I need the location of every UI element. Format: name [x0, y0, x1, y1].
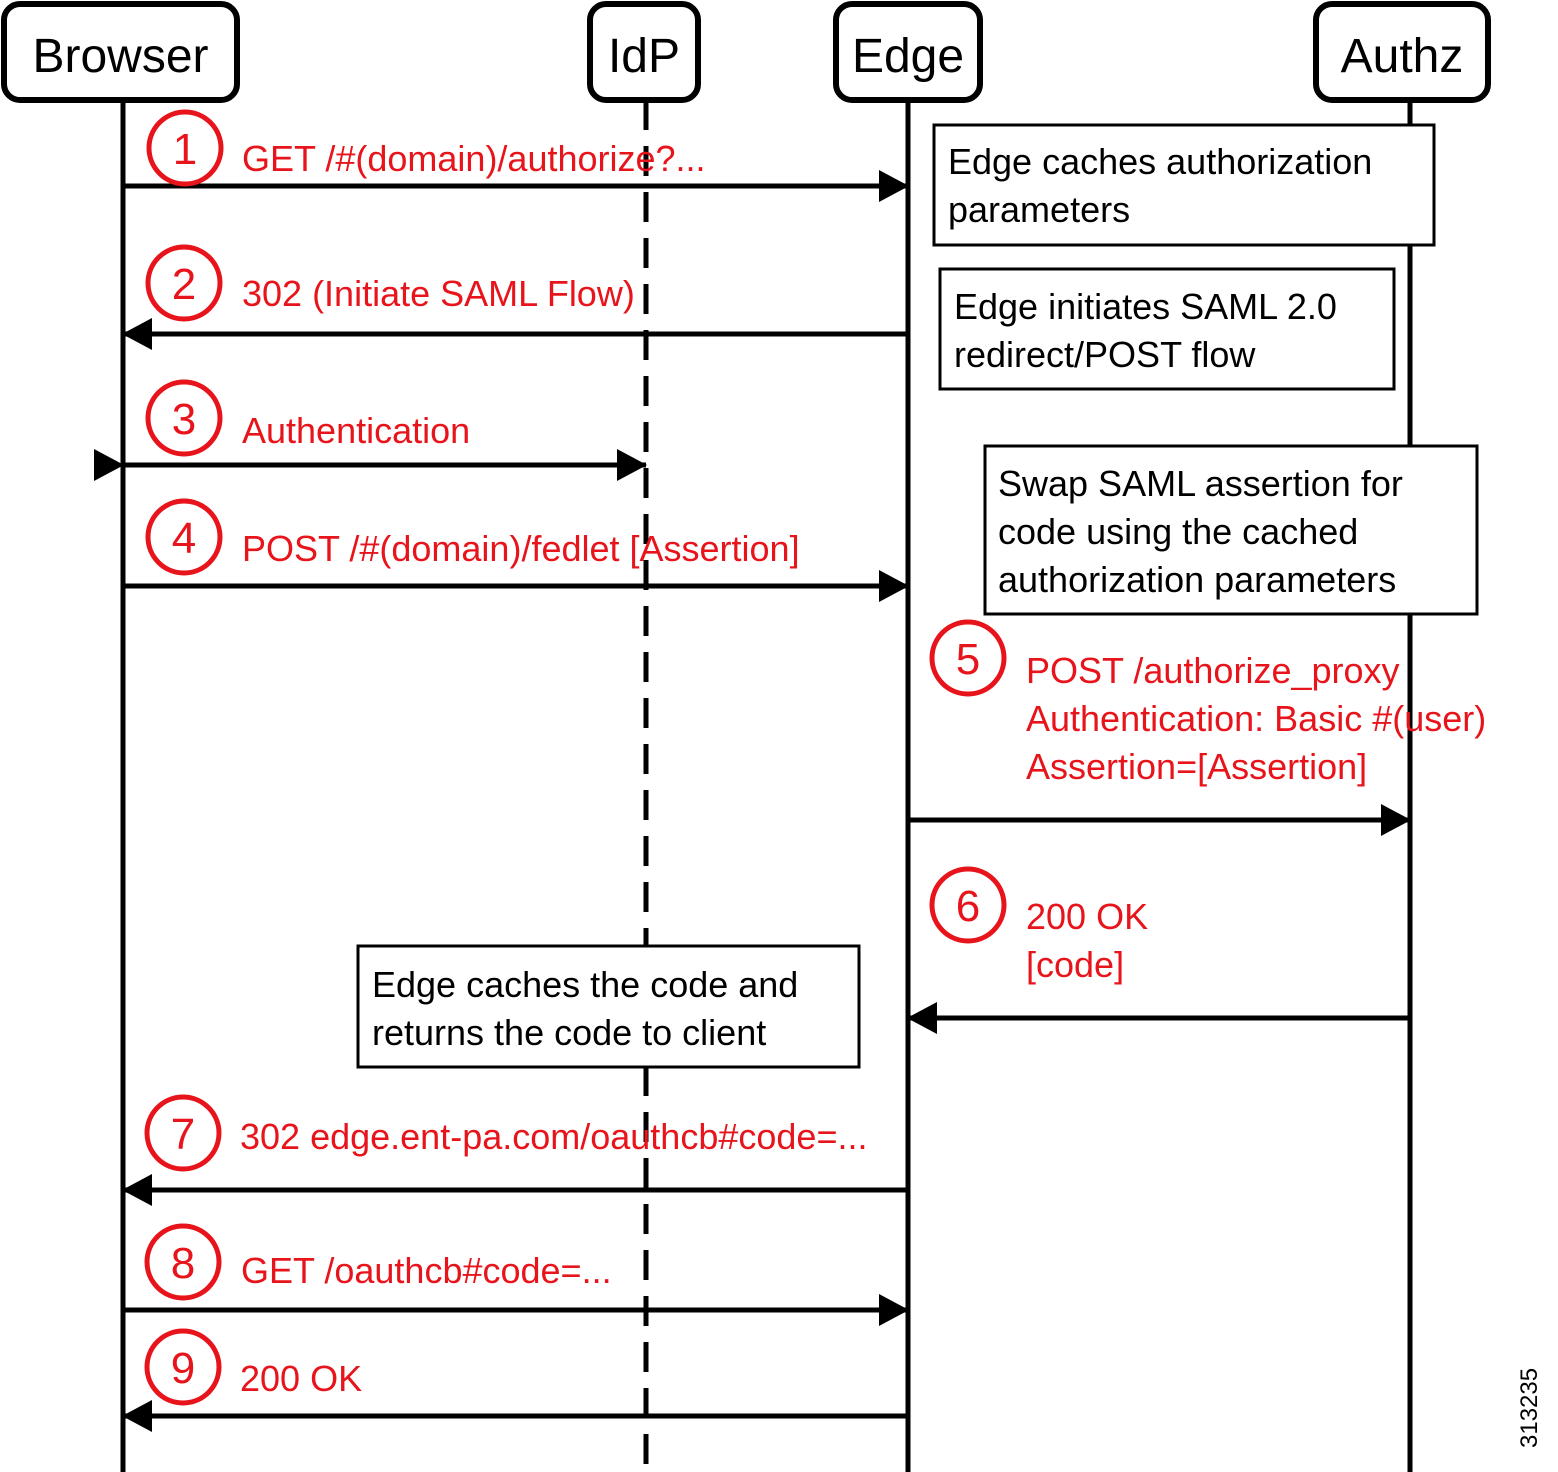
note-text: Edge caches the code and	[372, 964, 798, 1005]
message-8: 8 GET /oauthcb#code=...	[123, 1223, 909, 1326]
note-frame	[932, 123, 1436, 247]
step-number-badge	[929, 619, 1007, 697]
message-label: 302 edge.ent-pa.com/oauthcb#code=...	[240, 1116, 867, 1157]
note-text: Swap SAML assertion for	[998, 463, 1403, 504]
message-label: POST /#(domain)/fedlet [Assertion]	[242, 528, 800, 569]
step-number: 1	[173, 125, 197, 174]
step-number: 2	[172, 260, 196, 309]
note-box: Edge caches authorization parameters	[932, 123, 1436, 247]
step-number-badge	[144, 1223, 222, 1301]
note-box: Edge caches the code and returns the code…	[356, 944, 861, 1069]
step-number-badge	[929, 866, 1007, 944]
actor-label-authz: Authz	[1341, 30, 1464, 83]
message-label: 200 OK	[240, 1358, 362, 1399]
step-number-badge	[146, 109, 224, 187]
message-label: Authentication	[242, 410, 470, 451]
message-2: 2 302 (Initiate SAML Flow)	[122, 244, 908, 350]
step-number-badge	[144, 1328, 222, 1406]
actor-label-browser: Browser	[32, 30, 208, 83]
actor-label-edge: Edge	[852, 30, 964, 83]
message-4: 4 POST /#(domain)/fedlet [Assertion]	[123, 498, 909, 602]
note-text: returns the code to client	[372, 1012, 766, 1053]
note-text: code using the cached	[998, 511, 1358, 552]
step-number: 4	[172, 514, 196, 563]
actor-box-edge	[833, 1, 983, 103]
step-number: 9	[171, 1344, 195, 1393]
message-1: 1 GET /#(domain)/authorize?...	[123, 109, 909, 202]
actor-label-idp: IdP	[608, 30, 680, 83]
message-label: GET /#(domain)/authorize?...	[242, 138, 706, 179]
note-text: authorization parameters	[998, 559, 1396, 600]
step-number: 5	[956, 635, 980, 684]
message-label: POST /authorize_proxy	[1026, 650, 1400, 691]
step-number: 6	[956, 882, 980, 931]
message-label: Authentication: Basic #(user)	[1026, 698, 1486, 739]
step-number: 8	[171, 1239, 195, 1288]
message-label: 302 (Initiate SAML Flow)	[242, 273, 635, 314]
actor-box-authz	[1313, 1, 1491, 103]
step-number-badge	[144, 1094, 222, 1172]
message-label: [code]	[1026, 944, 1124, 985]
note-frame	[356, 944, 861, 1069]
step-number-badge	[145, 244, 223, 322]
message-label: GET /oauthcb#code=...	[241, 1250, 612, 1291]
message-label: 200 OK	[1026, 896, 1148, 937]
note-text: parameters	[948, 189, 1130, 230]
note-text: Edge initiates SAML 2.0	[954, 286, 1337, 327]
note-frame	[938, 267, 1396, 391]
step-number-badge	[145, 498, 223, 576]
note-frame	[983, 444, 1479, 616]
actor-box-idp	[587, 1, 701, 103]
message-7: 7 302 edge.ent-pa.com/oauthcb#code=...	[122, 1094, 908, 1206]
actor-box-browser	[1, 1, 240, 103]
message-6: 6 200 OK [code]	[907, 866, 1410, 1034]
note-box: Swap SAML assertion for code using the ca…	[983, 444, 1479, 616]
note-box: Edge initiates SAML 2.0 redirect/POST flo…	[938, 267, 1396, 391]
note-text: redirect/POST flow	[954, 334, 1256, 375]
step-number-badge	[145, 379, 223, 457]
step-number: 7	[171, 1110, 195, 1159]
message-label: Assertion=[Assertion]	[1026, 746, 1367, 787]
message-3: 3 Authentication	[94, 379, 647, 481]
note-text: Edge caches authorization	[948, 141, 1372, 182]
message-9: 9 200 OK	[122, 1328, 908, 1432]
step-number: 3	[172, 395, 196, 444]
figure-id: 313235	[1516, 1368, 1543, 1448]
